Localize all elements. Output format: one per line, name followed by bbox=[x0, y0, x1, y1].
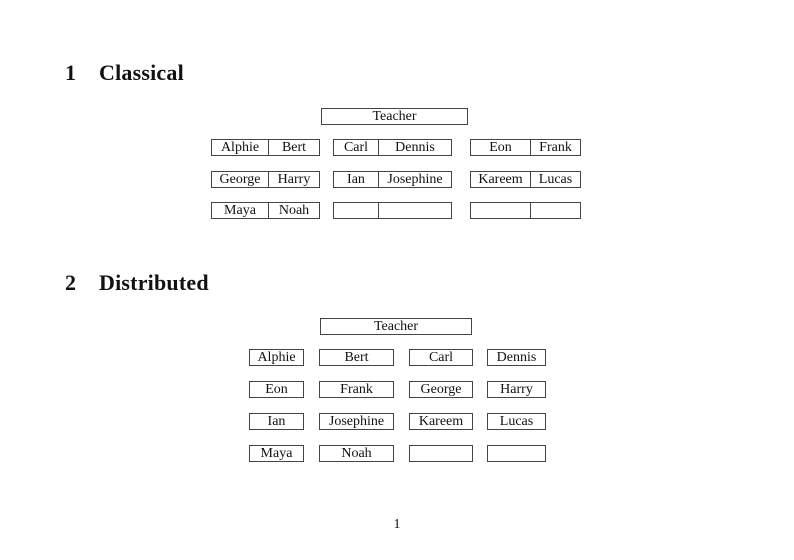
seat-cell: Maya bbox=[212, 203, 269, 218]
seat-box: Maya bbox=[249, 445, 304, 462]
seat-cell: Kareem bbox=[471, 172, 531, 187]
desk: Maya Noah bbox=[211, 202, 320, 219]
seat-cell bbox=[334, 203, 379, 218]
seat-box: Lucas bbox=[487, 413, 546, 430]
seat-box: Noah bbox=[319, 445, 394, 462]
seat-cell: Harry bbox=[277, 172, 311, 187]
seat-cell: Frank bbox=[539, 140, 572, 155]
seat-cell bbox=[379, 203, 451, 218]
seat-cell: Ian bbox=[334, 172, 379, 187]
seat-cell: Dennis bbox=[395, 140, 435, 155]
section-title: Distributed bbox=[99, 270, 209, 295]
seat-box: Eon bbox=[249, 381, 304, 398]
desk: Carl Dennis bbox=[333, 139, 452, 156]
seat-box: Alphie bbox=[249, 349, 304, 366]
seat-box: Kareem bbox=[409, 413, 473, 430]
seat-box-empty bbox=[487, 445, 546, 462]
seat-cell: Noah bbox=[278, 203, 310, 218]
seat-box: Carl bbox=[409, 349, 473, 366]
seat-cell bbox=[531, 203, 580, 218]
seat-box: Ian bbox=[249, 413, 304, 430]
desk: George Harry bbox=[211, 171, 320, 188]
seat-cell bbox=[471, 203, 531, 218]
section-number: 2 bbox=[65, 270, 77, 295]
teacher-box: Teacher bbox=[321, 108, 468, 125]
desk: Ian Josephine bbox=[333, 171, 452, 188]
desk-empty bbox=[470, 202, 581, 219]
seat-box-empty bbox=[409, 445, 473, 462]
seat-cell: Eon bbox=[471, 140, 531, 155]
page-number: 1 bbox=[393, 517, 401, 532]
seat-cell: Josephine bbox=[387, 172, 443, 187]
section-number: 1 bbox=[65, 60, 77, 85]
teacher-box: Teacher bbox=[320, 318, 472, 335]
section-heading-classical: 1 Classical bbox=[65, 62, 184, 84]
desk: Kareem Lucas bbox=[470, 171, 581, 188]
seat-cell: Carl bbox=[334, 140, 379, 155]
seat-box: Dennis bbox=[487, 349, 546, 366]
section-heading-distributed: 2 Distributed bbox=[65, 272, 209, 294]
desk: Eon Frank bbox=[470, 139, 581, 156]
desk: Alphie Bert bbox=[211, 139, 320, 156]
seat-box: Bert bbox=[319, 349, 394, 366]
seat-cell: Alphie bbox=[212, 140, 269, 155]
section-title: Classical bbox=[99, 60, 184, 85]
seat-box: Josephine bbox=[319, 413, 394, 430]
seat-cell: Bert bbox=[281, 140, 307, 155]
seat-cell: George bbox=[212, 172, 269, 187]
seat-box: George bbox=[409, 381, 473, 398]
desk-empty bbox=[333, 202, 452, 219]
seat-cell: Lucas bbox=[538, 172, 573, 187]
seat-box: Harry bbox=[487, 381, 546, 398]
seat-box: Frank bbox=[319, 381, 394, 398]
